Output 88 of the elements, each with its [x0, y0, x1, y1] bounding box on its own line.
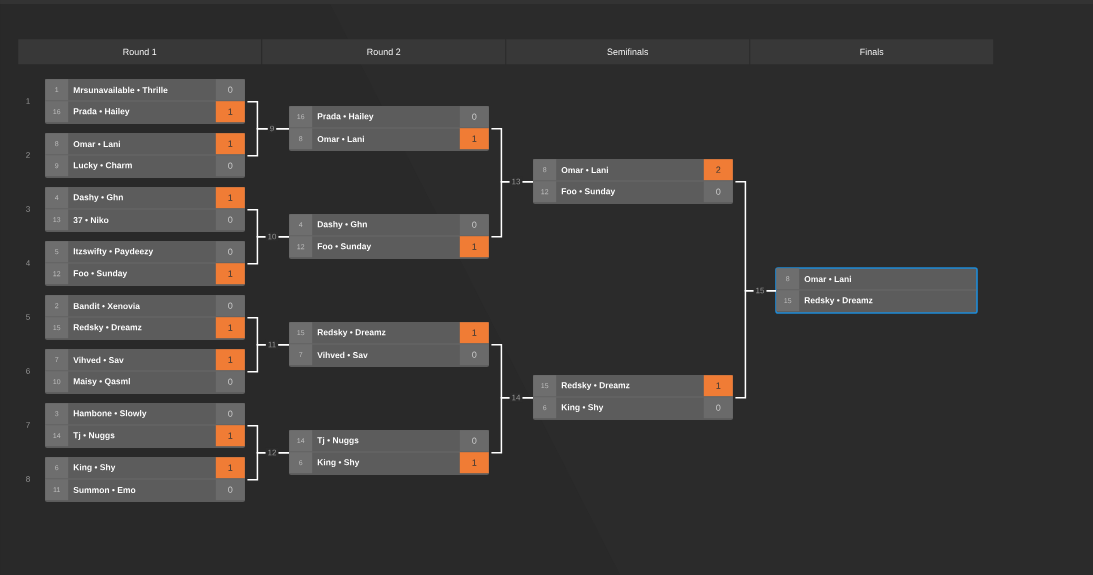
- team-name: Foo • Sunday: [317, 243, 372, 251]
- team-name: 37 • Niko: [73, 216, 109, 224]
- score-cell: 1: [215, 133, 245, 155]
- score-cell: 0: [459, 214, 489, 236]
- team-name: Omar • Lani: [317, 135, 364, 143]
- score-cell: 0: [215, 209, 245, 231]
- score-cell: 0: [215, 371, 245, 393]
- score-cell: 0: [215, 155, 245, 177]
- match-number: 1: [26, 98, 30, 104]
- match-number: 7: [26, 422, 30, 428]
- score-cell: 1: [215, 457, 245, 479]
- match-number: 13: [509, 176, 523, 187]
- score-cell: 1: [215, 263, 245, 285]
- score-cell: 1: [215, 317, 245, 339]
- score-cell: 0: [215, 403, 245, 425]
- match-number: 12: [265, 447, 279, 458]
- round-header: Round 1: [18, 39, 262, 65]
- score-cell: 0: [459, 344, 489, 366]
- score-cell: 1: [459, 236, 489, 258]
- round-header: Semifinals: [506, 39, 750, 65]
- team-name: Foo • Sunday: [561, 188, 616, 196]
- round-header: Round 2: [262, 39, 506, 65]
- match-number: 4: [25, 260, 30, 266]
- score-cell: 0: [459, 430, 489, 452]
- score-cell: 0: [215, 479, 245, 501]
- score-cell: 1: [459, 452, 489, 474]
- node-label: Round 1: [123, 48, 157, 56]
- team-name: Prada • Hailey: [317, 113, 374, 121]
- score-cell: 0: [459, 106, 489, 128]
- team-name: Foo • Sunday: [73, 270, 128, 278]
- match-number: 15: [753, 285, 767, 296]
- team-name: Redsky • Dreamz: [804, 297, 873, 305]
- team-name: Redsky • Dreamz: [561, 382, 630, 390]
- score-cell: 1: [459, 128, 489, 150]
- match-number: 10: [265, 231, 279, 242]
- team-name: Omar • Lani: [561, 166, 608, 174]
- team-name: Redsky • Dreamz: [73, 324, 142, 332]
- score-cell: 1: [215, 425, 245, 447]
- score-cell: 0: [703, 181, 733, 203]
- team-name: Mrsunavailable • Thrille: [73, 86, 168, 94]
- score-cell: 0: [703, 397, 733, 419]
- bracket-connector: [246, 343, 290, 373]
- team-name: Tj • Nuggs: [73, 432, 115, 440]
- match-number: 6: [26, 368, 30, 374]
- bracket-connector: [246, 235, 290, 265]
- team-name: Omar • Lani: [73, 140, 120, 148]
- score-cell: 0: [215, 241, 245, 263]
- score-cell: 1: [215, 349, 245, 371]
- bracket-connector: [246, 127, 290, 157]
- team-name: Vihved • Sav: [73, 356, 124, 364]
- team-name: Dashy • Ghn: [73, 194, 123, 202]
- node-label: Finals: [860, 48, 884, 56]
- match-number: 8: [26, 476, 30, 482]
- team-name: King • Shy: [561, 404, 604, 412]
- score-cell: 1: [703, 375, 733, 397]
- team-name: King • Shy: [317, 459, 360, 467]
- bracket-connector: [490, 180, 534, 238]
- team-name: Lucky • Charm: [73, 162, 132, 170]
- team-name: Bandit • Xenovia: [73, 302, 140, 310]
- team-name: King • Shy: [73, 464, 116, 472]
- bracket-connector: [246, 451, 290, 481]
- bracket-connector: [734, 289, 777, 399]
- team-name: Vihved • Sav: [317, 351, 368, 359]
- team-name: Dashy • Ghn: [317, 221, 367, 229]
- bracket-connector: [490, 396, 534, 454]
- node-label: Round 2: [367, 48, 401, 56]
- match-number: 3: [26, 206, 30, 212]
- match-number: 14: [509, 392, 523, 403]
- score-cell: 1: [459, 322, 489, 344]
- match-number: 9: [267, 123, 277, 134]
- match-number: 2: [26, 152, 30, 158]
- team-name: Hambone • Slowly: [73, 410, 147, 418]
- score-cell: 0: [215, 295, 245, 317]
- round-header: Finals: [750, 39, 994, 65]
- team-name: Maisy • Qasml: [73, 378, 130, 386]
- team-name: Tj • Nuggs: [317, 437, 359, 445]
- match-number: 5: [26, 314, 30, 320]
- team-name: Prada • Hailey: [73, 108, 130, 116]
- score-cell: 0: [215, 79, 245, 101]
- team-name: Redsky • Dreamz: [317, 329, 386, 337]
- team-name: Itzswifty • Paydeezy: [73, 248, 154, 256]
- score-cell: 2: [703, 159, 733, 181]
- score-cell: 1: [215, 101, 245, 123]
- match-number: 11: [265, 339, 279, 350]
- team-name: Summon • Emo: [73, 487, 136, 493]
- team-name: Omar • Lani: [804, 275, 851, 283]
- node-label: Semifinals: [607, 48, 649, 56]
- score-cell: 1: [215, 187, 245, 209]
